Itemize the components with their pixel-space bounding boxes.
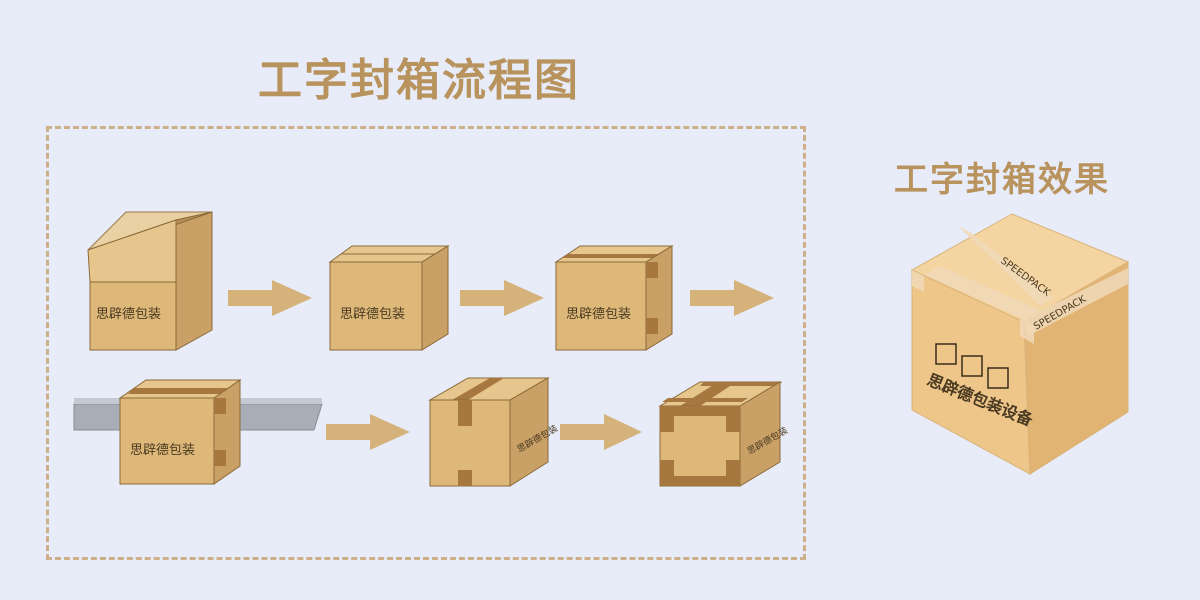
keep-dry-icon xyxy=(987,367,1009,389)
flow-title: 工字封箱流程图 xyxy=(258,55,580,106)
step2-box-label: 思辟德包装 xyxy=(340,307,405,322)
step3-top-taped-box: 思辟德包装 xyxy=(554,245,674,351)
step5-side-view-box: 思辟德包装 xyxy=(428,377,560,487)
arrow-3 xyxy=(690,280,774,316)
step3-box-label: 思辟德包装 xyxy=(566,307,631,322)
step4-box-label: 思辟德包装 xyxy=(130,443,195,458)
arrow-5 xyxy=(560,414,642,450)
flow-frame xyxy=(46,126,806,560)
this-way-up-icon xyxy=(961,355,983,377)
effect-title: 工字封箱效果 xyxy=(894,160,1110,200)
final-sealed-box: SPEEDPACK SPEEDPACK 思辟德包装设备 xyxy=(910,213,1130,475)
arrow-1 xyxy=(228,280,312,316)
arrow-4 xyxy=(326,414,410,450)
step1-open-box: 思辟德包装 xyxy=(87,211,213,351)
step6-i-taped-box: 思辟德包装 xyxy=(658,381,790,487)
arrow-2 xyxy=(460,280,544,316)
step2-closed-box: 思辟德包装 xyxy=(328,245,450,351)
step4-conveyor-box: 思辟德包装 xyxy=(73,379,323,485)
fragile-icon xyxy=(935,343,957,365)
step1-box-label: 思辟德包装 xyxy=(96,307,161,322)
